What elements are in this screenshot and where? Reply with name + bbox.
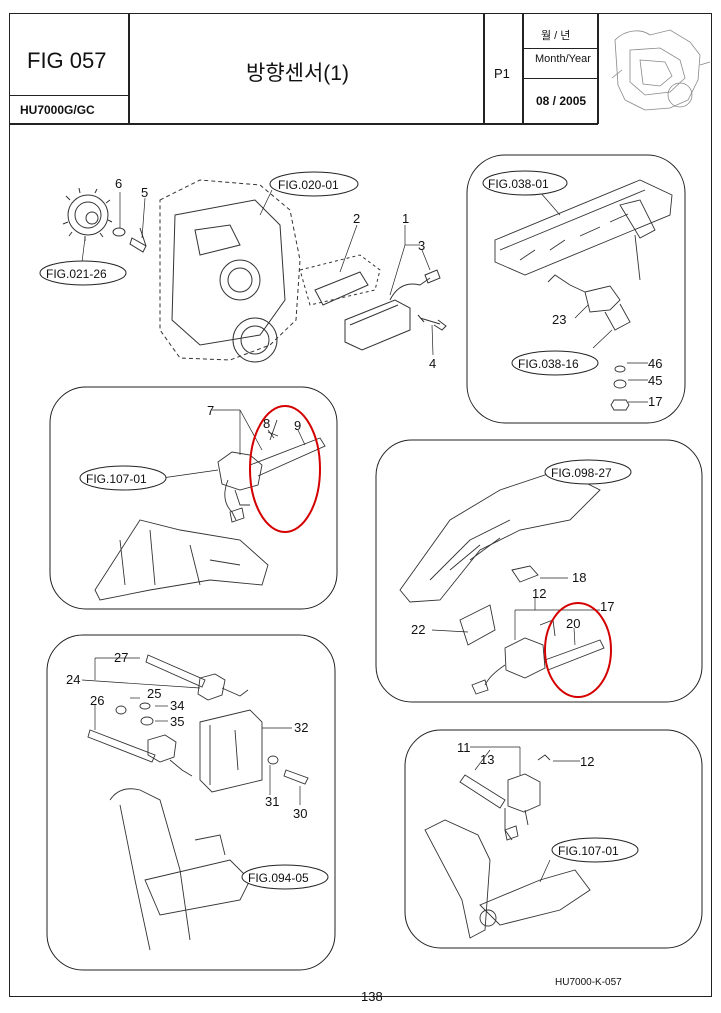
- page-number: 138: [361, 989, 383, 1004]
- part-num-18: 18: [572, 570, 586, 585]
- part-num-3: 3: [418, 238, 425, 253]
- frame-bracket-drawing: [494, 179, 673, 411]
- part-num-13: 13: [480, 752, 494, 767]
- part-num-12-b: 12: [532, 586, 546, 601]
- part-num-5: 5: [141, 185, 148, 200]
- part-num-32: 32: [294, 720, 308, 735]
- document-code: HU7000-K-057: [555, 977, 622, 988]
- part-num-23: 23: [552, 312, 566, 327]
- part-num-45: 45: [648, 373, 662, 388]
- part-num-46: 46: [648, 356, 662, 371]
- sensor-arm-drawing-b: [399, 469, 605, 695]
- part-num-12-c: 12: [580, 754, 594, 769]
- model-name: HU7000G/GC: [20, 103, 95, 117]
- fig-ref-020-01: FIG.020-01: [278, 178, 339, 192]
- part-num-17: 17: [648, 394, 662, 409]
- part-num-31: 31: [265, 794, 279, 809]
- fig-ref-038-16: FIG.038-16: [518, 357, 579, 371]
- header-divider-1: [128, 13, 130, 124]
- part-num-7: 7: [207, 403, 214, 418]
- part-num-27: 27: [114, 650, 128, 665]
- model-rule: [9, 95, 129, 96]
- panel-top-right: [466, 154, 686, 424]
- date-rule-2: [522, 78, 598, 79]
- part-num-35: 35: [170, 714, 184, 729]
- revision-date: 08 / 2005: [536, 94, 587, 108]
- fig-ref-098-27: FIG.098-27: [551, 466, 612, 480]
- part-num-34: 34: [170, 698, 184, 713]
- part-num-17-b: 17: [600, 599, 614, 614]
- part-num-30: 30: [293, 806, 307, 821]
- fig-ref-107-01-b: FIG.107-01: [558, 844, 619, 858]
- part-num-25: 25: [147, 686, 161, 701]
- fig-ref-038-01: FIG.038-01: [488, 177, 549, 191]
- sensor-arm-drawing-c: [424, 754, 591, 939]
- highlight-circle-a: [249, 405, 321, 533]
- part-num-20: 20: [566, 616, 580, 631]
- part-num-4: 4: [429, 356, 436, 371]
- part-num-6: 6: [115, 176, 122, 191]
- part-num-9: 9: [294, 418, 301, 433]
- fig-number: FIG 057: [27, 48, 107, 73]
- highlight-circle-b: [544, 602, 612, 698]
- page-border: [9, 13, 712, 997]
- date-rule-1: [522, 48, 598, 49]
- part-num-22: 22: [411, 622, 425, 637]
- month-year-en: Month/Year: [535, 53, 591, 65]
- fig-ref-021-26: FIG.021-26: [46, 267, 107, 281]
- part-num-26: 26: [90, 693, 104, 708]
- page-title: 방향센서(1): [246, 62, 349, 85]
- part-num-11: 11: [457, 740, 471, 755]
- panel-mid-left: [49, 386, 338, 610]
- panel-mid-right: [375, 439, 703, 703]
- header-divider-3: [522, 13, 524, 124]
- fig-ref-107-01-a: FIG.107-01: [86, 472, 147, 486]
- header-bottom-rule: [9, 123, 598, 125]
- bracket-assembly-drawing: [87, 654, 309, 951]
- part-num-1: 1: [402, 211, 409, 226]
- page-code: P1: [494, 66, 510, 81]
- sensor-arm-drawing-a: [94, 419, 326, 601]
- header-divider-4: [597, 13, 599, 124]
- panel-bottom-right: [404, 729, 703, 949]
- part-num-8: 8: [263, 416, 270, 431]
- header-divider-2: [483, 13, 485, 124]
- month-year-kr: 월 / 년: [541, 30, 571, 42]
- part-num-24: 24: [66, 672, 80, 687]
- part-num-2: 2: [353, 211, 360, 226]
- panel-bottom-left: [46, 634, 336, 971]
- fig-ref-094-05: FIG.094-05: [248, 871, 309, 885]
